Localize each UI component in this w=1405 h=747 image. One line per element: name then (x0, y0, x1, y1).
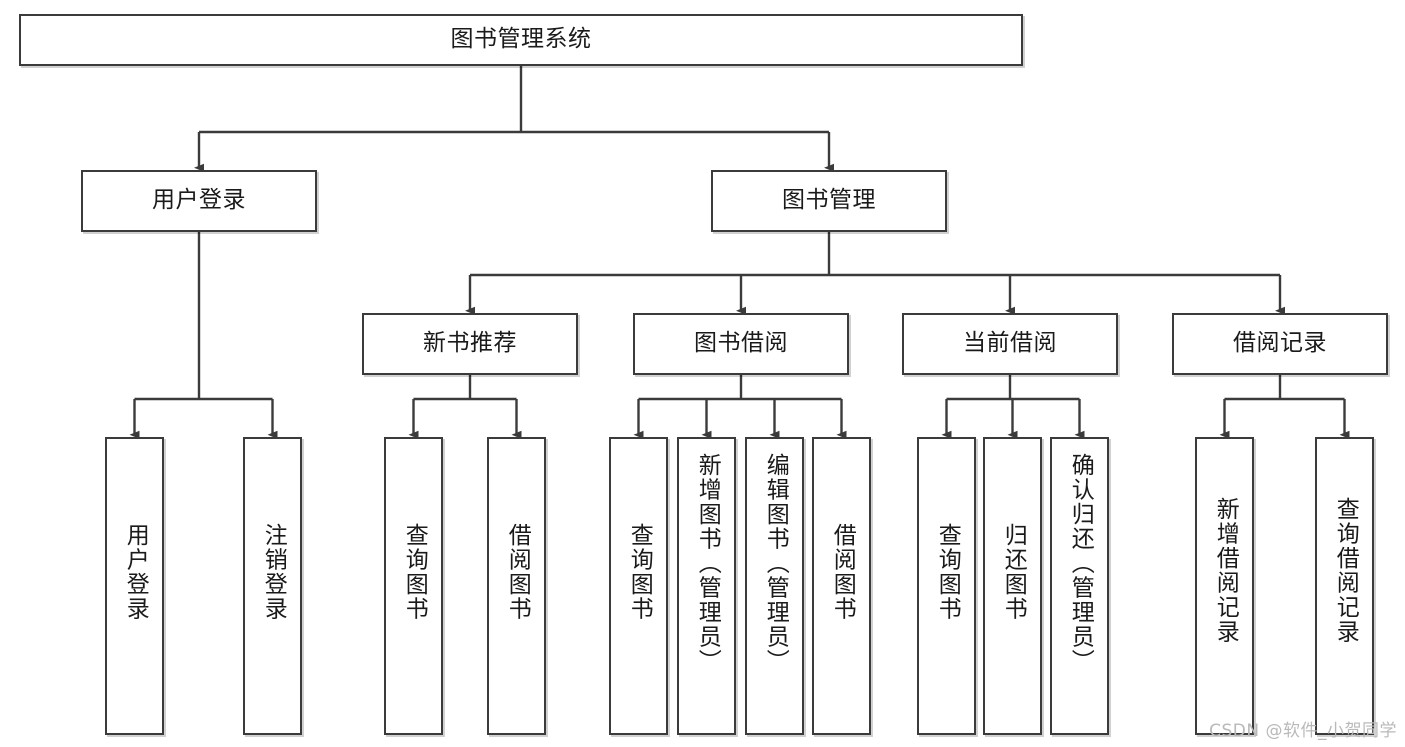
node-newbook[interactable]: 新书推荐 (362, 313, 578, 375)
node-login[interactable]: 用户登录 (81, 170, 317, 232)
node-label: 查询图书 (626, 523, 653, 621)
node-label: 当前借阅 (963, 330, 1057, 357)
node-label: 新增借阅记录 (1212, 497, 1239, 644)
node-l6[interactable]: 新增图书（管理员） (677, 437, 736, 735)
node-label: 查询图书 (401, 523, 428, 621)
node-label: 归还图书 (1000, 523, 1027, 621)
node-label: 新书推荐 (423, 330, 517, 357)
node-l7[interactable]: 编辑图书（管理员） (745, 437, 804, 735)
node-l5[interactable]: 查询图书 (609, 437, 668, 735)
node-label: 借阅图书 (504, 523, 531, 621)
node-label: 用户登录 (152, 187, 246, 214)
node-l3[interactable]: 查询图书 (384, 437, 443, 735)
node-label: 图书管理系统 (450, 26, 592, 53)
node-label: 借阅图书 (829, 523, 856, 621)
node-label: 用户登录 (122, 523, 149, 621)
node-label: 图书借阅 (694, 330, 788, 357)
node-l1[interactable]: 用户登录 (105, 437, 164, 735)
node-l9[interactable]: 查询图书 (917, 437, 976, 735)
node-l12[interactable]: 新增借阅记录 (1195, 437, 1254, 735)
node-label: 编辑图书（管理员） (762, 453, 789, 674)
node-l10[interactable]: 归还图书 (983, 437, 1042, 735)
node-records[interactable]: 借阅记录 (1172, 313, 1388, 375)
watermark: CSDN @软件_小贺同学 (1209, 721, 1397, 741)
node-bookmgmt[interactable]: 图书管理 (711, 170, 947, 232)
node-l8[interactable]: 借阅图书 (812, 437, 871, 735)
node-label: 新增图书（管理员） (694, 453, 721, 674)
node-l13[interactable]: 查询借阅记录 (1315, 437, 1374, 735)
node-label: 查询借阅记录 (1332, 497, 1359, 644)
node-label: 图书管理 (782, 187, 876, 214)
node-l4[interactable]: 借阅图书 (487, 437, 546, 735)
node-label: 注销登录 (260, 523, 287, 621)
node-l11[interactable]: 确认归还（管理员） (1050, 437, 1109, 735)
node-l2[interactable]: 注销登录 (243, 437, 302, 735)
node-label: 借阅记录 (1233, 330, 1327, 357)
node-current[interactable]: 当前借阅 (902, 313, 1118, 375)
node-root[interactable]: 图书管理系统 (19, 14, 1023, 66)
node-borrow[interactable]: 图书借阅 (633, 313, 849, 375)
node-label: 确认归还（管理员） (1067, 453, 1094, 674)
node-label: 查询图书 (934, 523, 961, 621)
